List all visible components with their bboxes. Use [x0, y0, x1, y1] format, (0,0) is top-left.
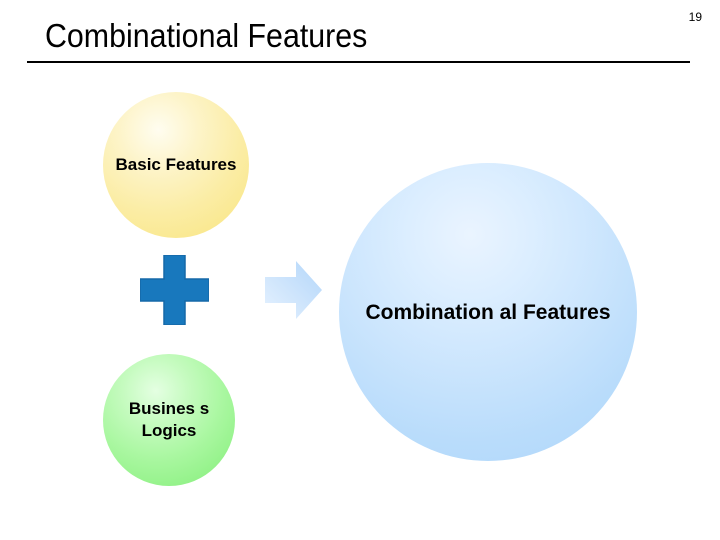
slide-number: 19	[688, 10, 702, 24]
node-combinational-features-label: Combination al Features	[365, 300, 611, 324]
node-basic-features[interactable]: Basic Features	[103, 92, 249, 238]
title-divider	[27, 61, 690, 63]
plus-icon	[140, 255, 209, 325]
page-title: Combinational Features	[45, 17, 368, 54]
arrow-right-icon	[265, 261, 322, 319]
node-business-logics[interactable]: Busines s Logics	[103, 354, 235, 486]
node-business-logics-label: Busines s Logics	[128, 399, 210, 440]
node-combinational-features[interactable]: Combination al Features	[339, 163, 637, 461]
node-basic-features-label: Basic Features	[115, 155, 237, 174]
